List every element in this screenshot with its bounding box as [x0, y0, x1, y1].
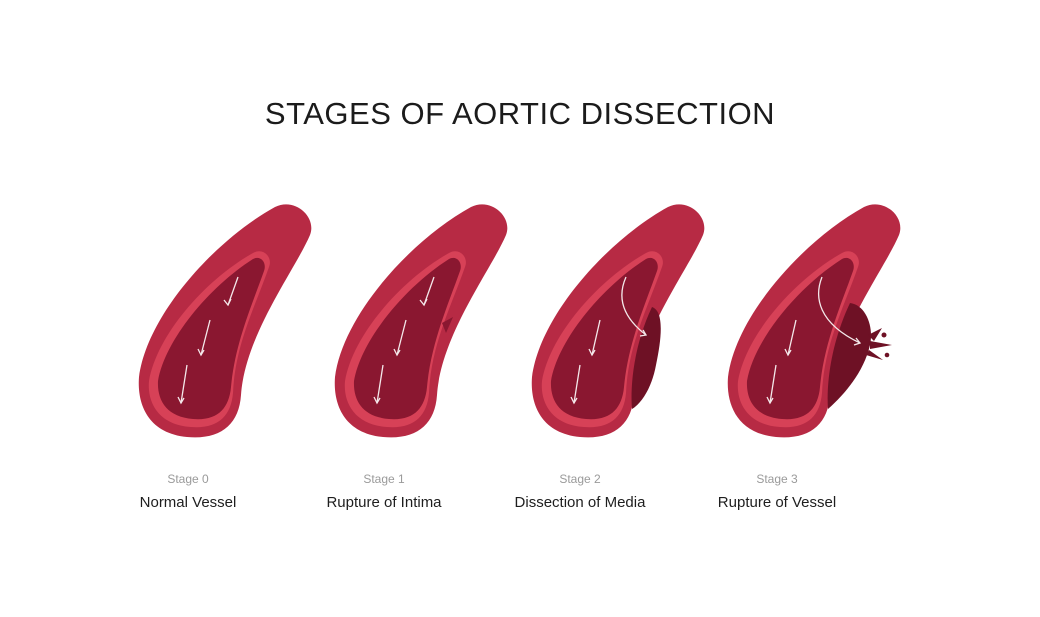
stage-number: Stage 1 — [363, 472, 405, 486]
stage-name: Rupture of Vessel — [717, 494, 837, 511]
blood-flow-arrows — [570, 276, 648, 405]
stage-number: Stage 3 — [756, 472, 798, 486]
caption-stage-2: Stage 2 Dissection of Media — [470, 470, 690, 513]
false-lumen — [631, 307, 661, 409]
stage-name: Normal Vessel — [139, 494, 237, 511]
stage-number: Stage 0 — [167, 472, 209, 486]
false-lumen — [827, 303, 872, 409]
intima-tear — [442, 317, 453, 333]
diagram-title: STAGES OF AORTIC DISSECTION — [264, 96, 776, 131]
caption-stage-1: Stage 1 Rupture of Intima — [274, 470, 494, 513]
blood-flow-arrows — [766, 276, 862, 405]
blood-splatter — [866, 328, 892, 360]
stage-number: Stage 2 — [559, 472, 601, 486]
caption-stage-3: Stage 3 Rupture of Vessel — [667, 470, 887, 513]
vessel-stage-2 — [531, 204, 705, 438]
vessel-stage-3 — [727, 204, 901, 438]
vessel-stage-1 — [334, 204, 508, 438]
blood-flow-arrows — [373, 276, 435, 405]
stage-name: Dissection of Media — [514, 494, 646, 511]
caption-stage-0: Stage 0 Normal Vessel — [78, 470, 298, 513]
vessel-stage-0 — [138, 204, 312, 438]
stage-name: Rupture of Intima — [326, 494, 442, 511]
blood-flow-arrows — [177, 276, 239, 405]
